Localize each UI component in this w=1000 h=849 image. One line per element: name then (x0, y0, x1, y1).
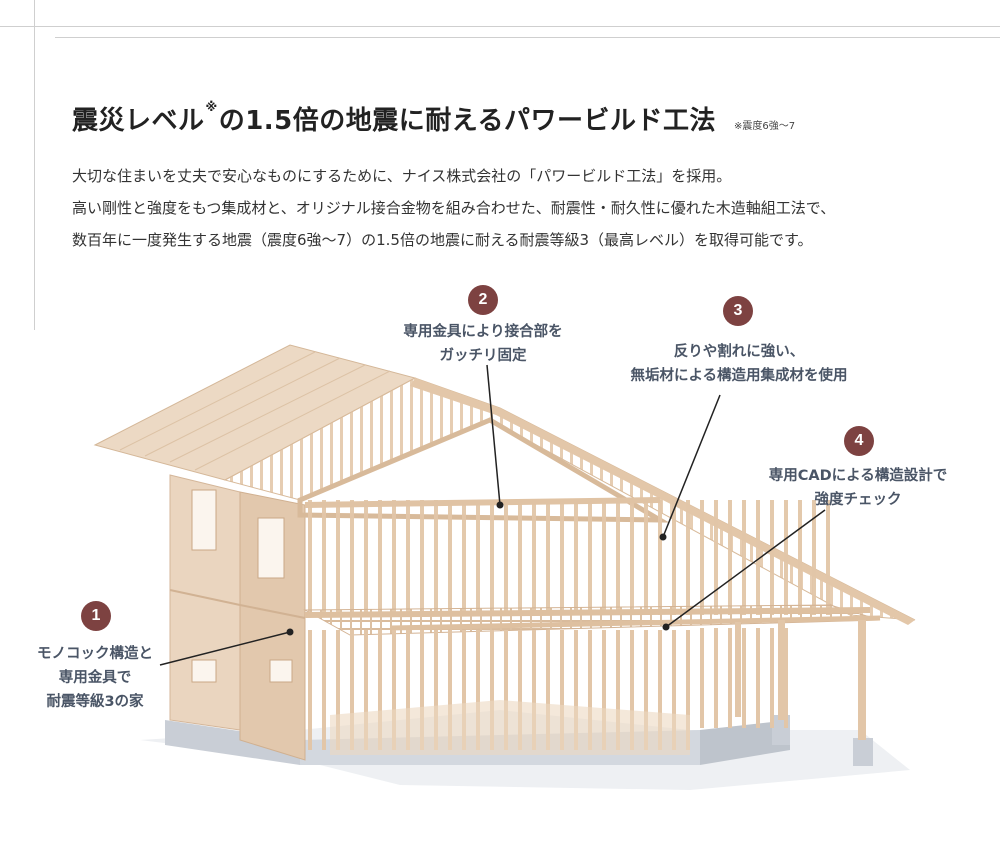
window-2 (257, 517, 285, 579)
leader-line-2 (486, 364, 501, 506)
callout-4-line-2: 強度チェック (814, 492, 902, 508)
title-footnote: ※震度6強〜7 (733, 121, 796, 132)
title-part1: 震災レベル (72, 106, 205, 136)
callout-1-line-1: モノコック構造と (37, 646, 153, 662)
floor-deck (330, 700, 690, 755)
porch-post-1 (778, 620, 785, 720)
callout-3-text: 反りや割れに強い、 無垢材による構造用集成材を使用 (608, 340, 870, 388)
porch-post-3 (735, 622, 741, 717)
lower-floor-studs-right (695, 628, 790, 728)
window-3 (191, 659, 217, 683)
callout-3-line-2: 無垢材による構造用集成材を使用 (630, 368, 848, 384)
title-part2: の1.5倍の地震に耐えるパワービルド工法 (218, 106, 716, 136)
leader-line-1 (159, 631, 291, 666)
porch-post-2 (858, 620, 866, 740)
frame-line-top (0, 26, 1000, 27)
intro-line-3: 数百年に一度発生する地震（震度6強〜7）の1.5倍の地震に耐える耐震等級3（最高… (72, 231, 813, 249)
callout-2-badge: 2 (468, 285, 498, 315)
window-1 (191, 489, 217, 551)
foundation-right (700, 720, 790, 765)
panel-wall-front (239, 491, 306, 761)
callout-1-badge: 1 (81, 601, 111, 631)
heading-row: 震災レベル※の1.5倍の地震に耐えるパワービルド工法 ※震度6強〜7 (72, 100, 795, 137)
foundation-slab (165, 720, 300, 765)
title-mark: ※ (205, 100, 218, 114)
callout-1-line-3: 耐震等級3の家 (46, 694, 144, 710)
callout-4-line-1: 専用CADによる構造設計で (768, 468, 948, 484)
callout-4-text: 専用CADによる構造設計で 強度チェック (750, 464, 966, 512)
callout-2-line-2: ガッチリ固定 (439, 348, 527, 364)
window-4 (269, 659, 293, 683)
frame-line-left (34, 0, 35, 330)
callout-1-line-2: 専用金具で (58, 670, 132, 686)
intro-line-1: 大切な住まいを丈夫で安心なものにするために、ナイス株式会社の「パワービルド工法」… (72, 167, 732, 185)
callout-2-text: 専用金具により接合部を ガッチリ固定 (378, 320, 588, 368)
intro-text: 大切な住まいを丈夫で安心なものにするために、ナイス株式会社の「パワービルド工法」… (72, 160, 952, 256)
upper-floor-studs (305, 500, 830, 615)
callout-3-badge: 3 (723, 296, 753, 326)
pier-2 (853, 738, 873, 766)
frame-line-inner (55, 37, 1000, 38)
callout-2-line-1: 専用金具により接合部を (403, 324, 563, 340)
callout-1-text: モノコック構造と 専用金具で 耐震等級3の家 (20, 642, 170, 714)
intro-line-2: 高い剛性と強度をもつ集成材と、オリジナル接合金物を組み合わせた、耐震性・耐久性に… (72, 199, 836, 217)
house-frame-illustration (93, 344, 916, 790)
callout-4-badge: 4 (844, 426, 874, 456)
leader-line-4 (665, 509, 826, 628)
callout-3-line-1: 反りや割れに強い、 (673, 344, 805, 360)
leader-line-3 (662, 394, 721, 538)
page-title: 震災レベル※の1.5倍の地震に耐えるパワービルド工法 (72, 100, 716, 137)
